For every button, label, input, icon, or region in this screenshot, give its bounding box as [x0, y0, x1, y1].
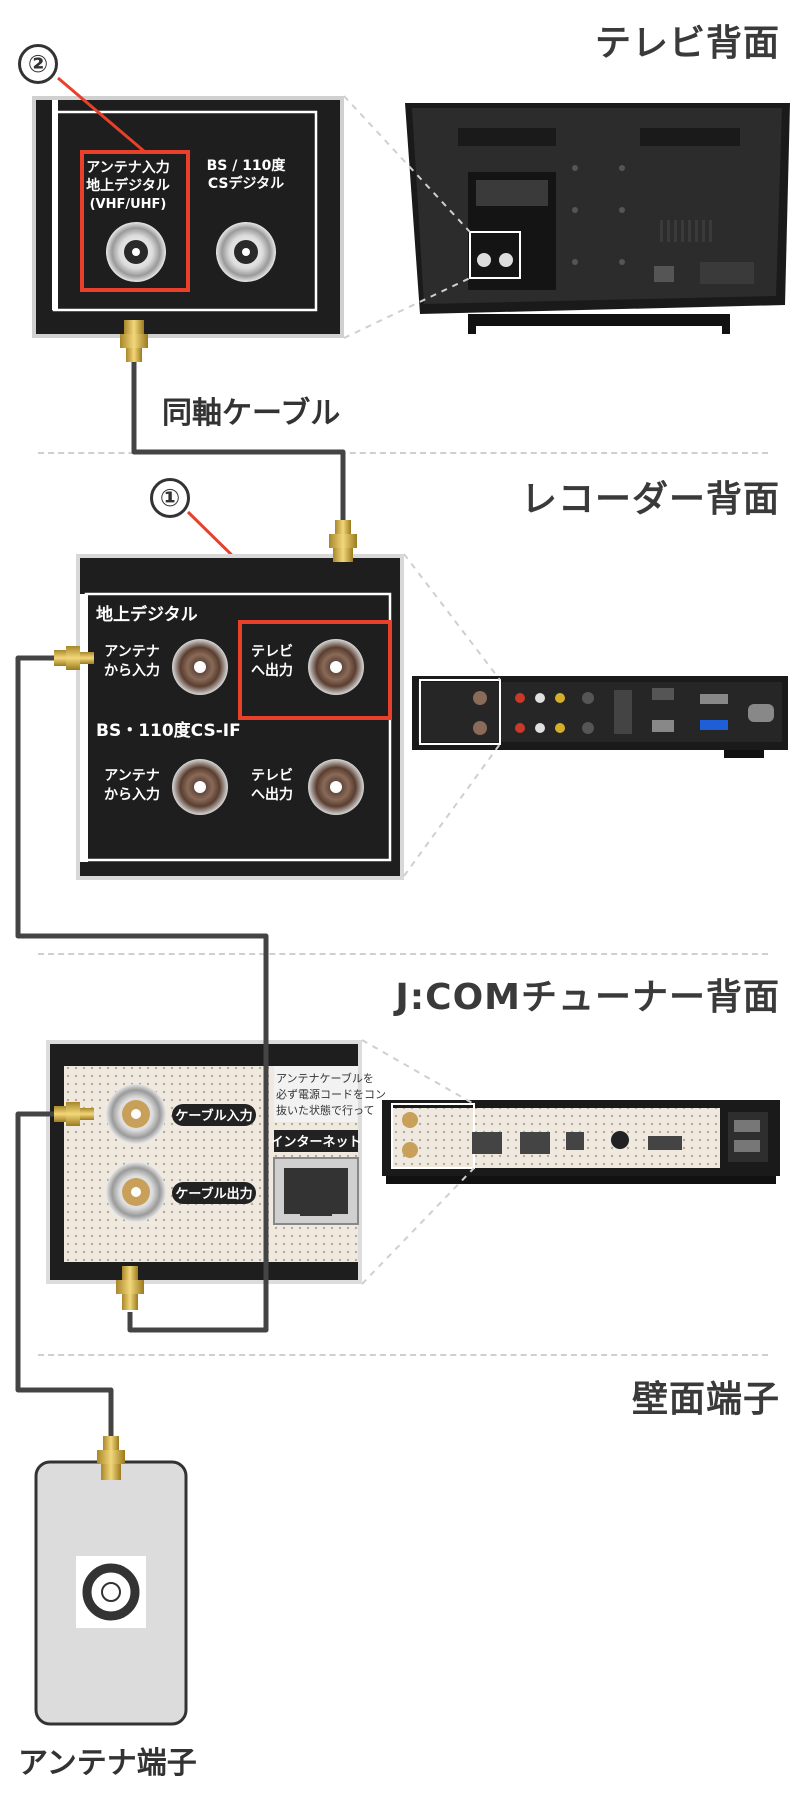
section-title-recorder: レコーダー背面	[520, 479, 780, 520]
connector-recorder-top	[329, 520, 357, 562]
tuner-note-2: 必ず電源コードをコン	[276, 1087, 386, 1101]
tuner-zoom-panel: アンテナケーブルを 必ず電源コードをコン 抜いた状態で行って ケーブル入力 ケー…	[46, 1040, 386, 1284]
tv-bs-port	[216, 222, 276, 282]
connector-recorder-left	[54, 646, 94, 670]
tv-antenna-in-line1: アンテナ入力	[86, 159, 169, 176]
tuner-rear-photo	[382, 1100, 780, 1184]
recorder-zoom-panel: 地上デジタル BS・110度CS-IF アンテナ から入力 テレビ へ出力 アン…	[76, 554, 404, 880]
tuner-note-3: 抜いた状態で行って	[276, 1103, 374, 1117]
tv-rear-photo	[405, 103, 790, 334]
divider-1	[38, 452, 768, 454]
cable-tv-recorder	[131, 358, 346, 530]
recorder-tv-out-2b: へ出力	[251, 786, 293, 803]
recorder-rear-photo	[412, 676, 788, 758]
recorder-tv-out-1a: テレビ	[251, 644, 293, 660]
cable-recorder-tuner	[15, 655, 269, 1333]
connector-tv	[120, 320, 148, 362]
tv-bs-line1: BS / 110度	[207, 157, 287, 174]
tv-zoom-panel: アンテナ入力 地上デジタル (VHF/UHF) BS / 110度 CSデジタル	[32, 96, 344, 338]
coax-cable-label: 同軸ケーブル	[162, 396, 341, 431]
cable-tuner-wall	[15, 1111, 114, 1440]
connector-tuner-left	[54, 1102, 94, 1126]
recorder-ant-in-2a: アンテナ	[104, 768, 159, 784]
wall-outlet	[34, 1460, 188, 1726]
recorder-group1-label: 地上デジタル	[96, 604, 198, 625]
connector-wall	[97, 1436, 125, 1480]
recorder-port-terr-in	[172, 639, 228, 695]
tuner-cable-in-port	[106, 1084, 166, 1144]
divider-3	[38, 1354, 768, 1356]
recorder-ant-in-1a: アンテナ	[104, 644, 159, 660]
marker-2: ②	[18, 44, 58, 84]
antenna-terminal-label: アンテナ端子	[18, 1746, 197, 1781]
connector-tuner-bottom	[116, 1266, 144, 1310]
marker-1: ①	[150, 478, 190, 518]
recorder-group2-label: BS・110度CS-IF	[96, 720, 241, 741]
recorder-tv-out-1b: へ出力	[251, 662, 293, 679]
tv-antenna-in-line2: 地上デジタル	[86, 177, 170, 194]
recorder-port-terr-out	[308, 639, 364, 695]
section-title-tv: テレビ背面	[594, 23, 780, 64]
recorder-ant-in-1b: から入力	[104, 662, 160, 679]
section-title-tuner: J:COMチューナー背面	[395, 977, 780, 1018]
tuner-lan-port	[273, 1157, 359, 1225]
recorder-ant-in-2b: から入力	[104, 786, 160, 803]
tv-antenna-in-line3: (VHF/UHF)	[90, 197, 167, 212]
section-title-wall: 壁面端子	[631, 1379, 780, 1420]
tv-bs-line2: CSデジタル	[208, 175, 284, 192]
tuner-internet-label: インターネット	[270, 1135, 361, 1150]
divider-2	[38, 953, 768, 955]
tuner-cable-in-label: ケーブル入力	[175, 1108, 252, 1124]
tuner-cable-out-label: ケーブル出力	[175, 1186, 252, 1202]
recorder-port-bs-in	[172, 759, 228, 815]
tuner-cable-out-port	[106, 1162, 166, 1222]
coax-cables	[15, 358, 346, 1440]
tv-highlight-box	[80, 150, 190, 292]
tuner-note-1: アンテナケーブルを	[276, 1071, 374, 1085]
tv-terrestrial-port	[106, 222, 166, 282]
recorder-tv-out-2a: テレビ	[251, 768, 293, 784]
recorder-port-bs-out	[308, 759, 364, 815]
recorder-highlight-box	[238, 620, 392, 720]
